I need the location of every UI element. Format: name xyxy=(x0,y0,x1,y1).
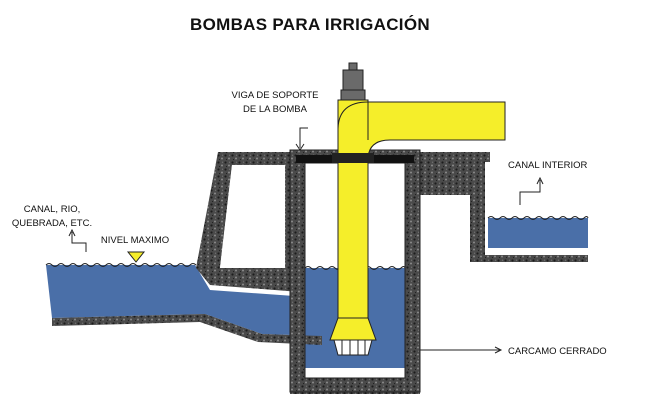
source-label-line2: QUEBRADA, ETC. xyxy=(12,218,92,229)
support-beam-label-line1: VIGA DE SOPORTE xyxy=(232,90,319,101)
diagram-title: BOMBAS PARA IRRIGACIÓN xyxy=(190,15,430,34)
pump-intake-bell xyxy=(329,317,377,341)
right-concrete-block xyxy=(410,152,588,262)
pump-motor xyxy=(342,69,364,93)
source-label-line1: CANAL, RIO, xyxy=(24,204,81,215)
left-concrete-block xyxy=(196,152,300,292)
max-level-marker-icon xyxy=(126,251,146,263)
sump-label: CARCAMO CERRADO xyxy=(508,346,607,357)
support-beam-label-line2: DE LA BOMBA xyxy=(243,104,308,115)
max-level-label: NIVEL MAXIMO xyxy=(101,235,169,246)
interior-canal-label: CANAL INTERIOR xyxy=(508,160,587,171)
source-water xyxy=(46,265,322,336)
discharge-pipe xyxy=(337,101,506,161)
interior-canal-water xyxy=(488,218,588,248)
sump-concrete-shell xyxy=(290,150,420,392)
